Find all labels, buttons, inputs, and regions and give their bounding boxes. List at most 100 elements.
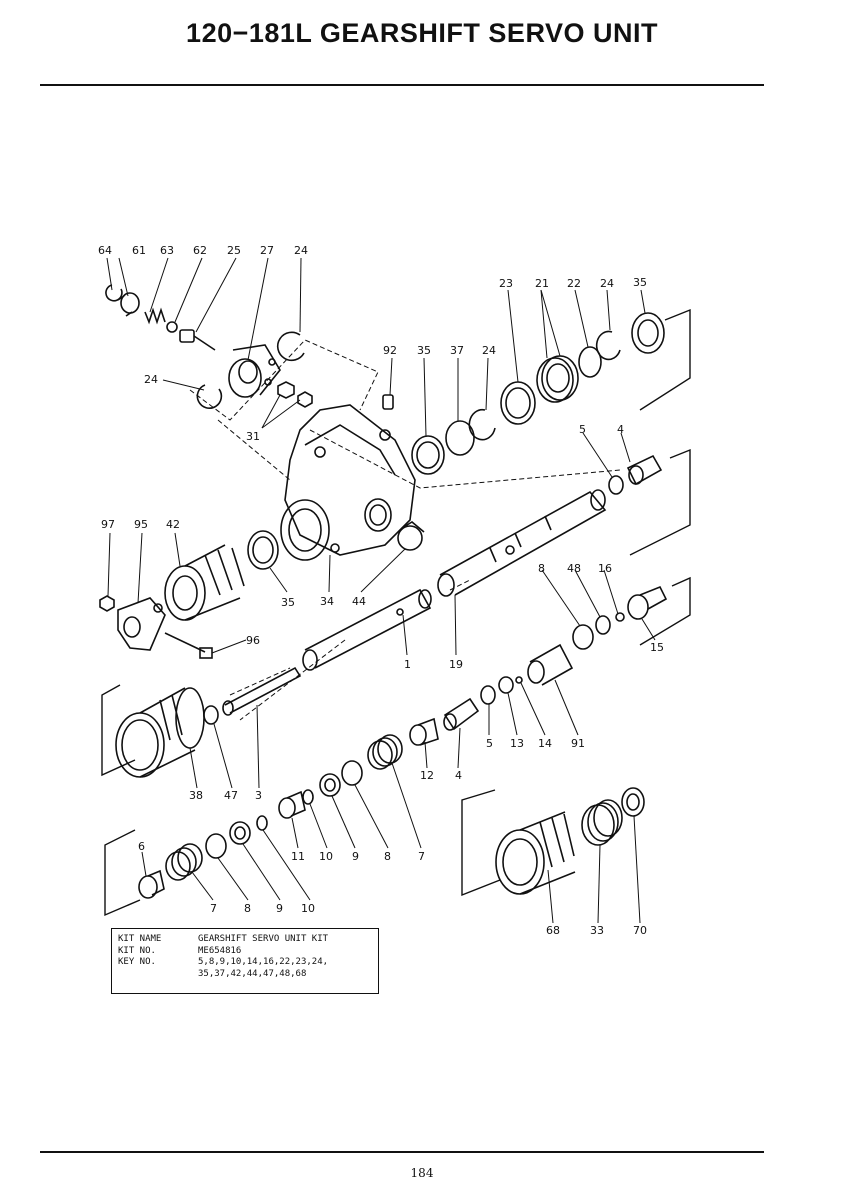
part-19-shaft	[437, 489, 607, 597]
callout-12: 12	[420, 769, 434, 782]
part-24-snap-ring-mid	[468, 408, 496, 441]
callout-23: 23	[499, 277, 513, 290]
part-13-washer	[498, 676, 514, 694]
kit-name-label: KIT NAME	[118, 934, 162, 944]
part-14-ring	[515, 676, 523, 684]
part-34-housing	[280, 404, 416, 561]
part-95-bracket	[117, 597, 166, 651]
kit-name-row: KIT NAME GEARSHIFT SERVO UNIT KIT	[118, 934, 372, 946]
part-8-ring-right	[572, 624, 594, 650]
part-61-collar	[117, 292, 140, 317]
callout-15: 15	[650, 641, 664, 654]
part-31-nuts	[277, 381, 313, 408]
part-24-snap-ring-left	[196, 384, 223, 409]
part-35-ring-left	[411, 435, 445, 475]
callout-10: 10	[319, 850, 333, 863]
callout-5: 5	[486, 737, 493, 750]
part-23-ring	[500, 381, 536, 425]
callout-13: 13	[510, 737, 524, 750]
part-6-spring	[138, 869, 165, 899]
callout-4: 4	[617, 423, 624, 436]
part-44-plug	[397, 521, 425, 551]
callout-14: 14	[538, 737, 552, 750]
callout-4: 4	[455, 769, 462, 782]
part-7-spring-low	[165, 843, 203, 881]
part-62-ball	[166, 321, 178, 333]
callout-35: 35	[633, 276, 647, 289]
callout-68: 68	[546, 924, 560, 937]
callout-64: 64	[98, 244, 112, 257]
callout-63: 63	[160, 244, 174, 257]
part-22-o-ring	[578, 346, 602, 378]
part-15-ring	[627, 585, 668, 620]
callout-7: 7	[418, 850, 425, 863]
kit-no-label: KIT NO.	[118, 945, 156, 956]
callout-25: 25	[227, 244, 241, 257]
callout-24: 24	[600, 277, 614, 290]
kit-key-value-1: 5,8,9,10,14,16,22,23,24,	[198, 957, 329, 967]
callout-7: 7	[210, 902, 217, 915]
part-3-rod	[222, 666, 302, 716]
callout-62: 62	[193, 244, 207, 257]
kit-key-row-2: 35,37,42,44,47,48,68	[118, 969, 372, 981]
callout-61: 61	[132, 244, 146, 257]
part-42-boot	[164, 544, 245, 621]
callout-3: 3	[255, 789, 262, 802]
kit-key-row: KEY NO. 5,8,9,10,14,16,22,23,24,	[118, 957, 372, 969]
part-10-ring-mid	[302, 789, 314, 805]
part-68-boot	[495, 811, 576, 895]
callout-37: 37	[450, 344, 464, 357]
kit-no-value: ME654816	[198, 945, 242, 956]
part-9-seat-mid	[319, 773, 341, 797]
part-35-ring-lower	[247, 530, 279, 570]
part-33-spring	[581, 799, 623, 846]
part-63-spring	[144, 307, 166, 325]
callout-24: 24	[482, 344, 496, 357]
kit-key-spacer	[118, 969, 198, 981]
callout-34: 34	[320, 595, 334, 608]
callout-9: 9	[352, 850, 359, 863]
part-64-snap-ring	[105, 284, 123, 302]
callout-11: 11	[291, 850, 305, 863]
callout-33: 33	[590, 924, 604, 937]
part-96-bolt	[164, 632, 213, 659]
part-4-lower	[443, 697, 480, 731]
callout-1: 1	[404, 658, 411, 671]
part-8-ring-low	[205, 833, 227, 859]
part-21-piston	[536, 355, 579, 403]
callout-24: 24	[294, 244, 308, 257]
callout-42: 42	[166, 518, 180, 531]
page-title: 120−181L GEARSHIFT SERVO UNIT	[186, 18, 658, 48]
kit-key-value-2: 35,37,42,44,47,48,68	[198, 968, 307, 979]
callout-5: 5	[579, 423, 586, 436]
callout-92: 92	[383, 344, 397, 357]
callout-48: 48	[567, 562, 581, 575]
callout-27: 27	[260, 244, 274, 257]
part-37-o-ring	[445, 420, 475, 456]
callout-70: 70	[633, 924, 647, 937]
part-27-cylinder	[228, 344, 281, 398]
part-9-seat-low	[229, 821, 251, 845]
callout-31: 31	[246, 430, 260, 443]
callout-95: 95	[134, 518, 148, 531]
part-24-snap-ring-top	[276, 331, 305, 362]
callout-47: 47	[224, 789, 238, 802]
part-11-spring	[278, 790, 306, 819]
leader-lines	[106, 257, 656, 924]
callout-8: 8	[538, 562, 545, 575]
part-92-screw	[382, 394, 394, 410]
part-5-o-ring-lower	[480, 685, 496, 705]
callout-22: 22	[567, 277, 581, 290]
bracket-lines	[101, 308, 691, 917]
part-4-upper	[626, 454, 663, 486]
callout-35: 35	[281, 596, 295, 609]
kit-name-value: GEARSHIFT SERVO UNIT KIT	[198, 934, 329, 944]
callout-10: 10	[301, 902, 315, 915]
part-35-ring-right	[631, 312, 665, 354]
part-25-plunger	[179, 329, 216, 351]
kit-no-row: KIT NO. ME654816	[118, 946, 372, 958]
callout-8: 8	[244, 902, 251, 915]
callout-38: 38	[189, 789, 203, 802]
callout-6: 6	[138, 840, 145, 853]
